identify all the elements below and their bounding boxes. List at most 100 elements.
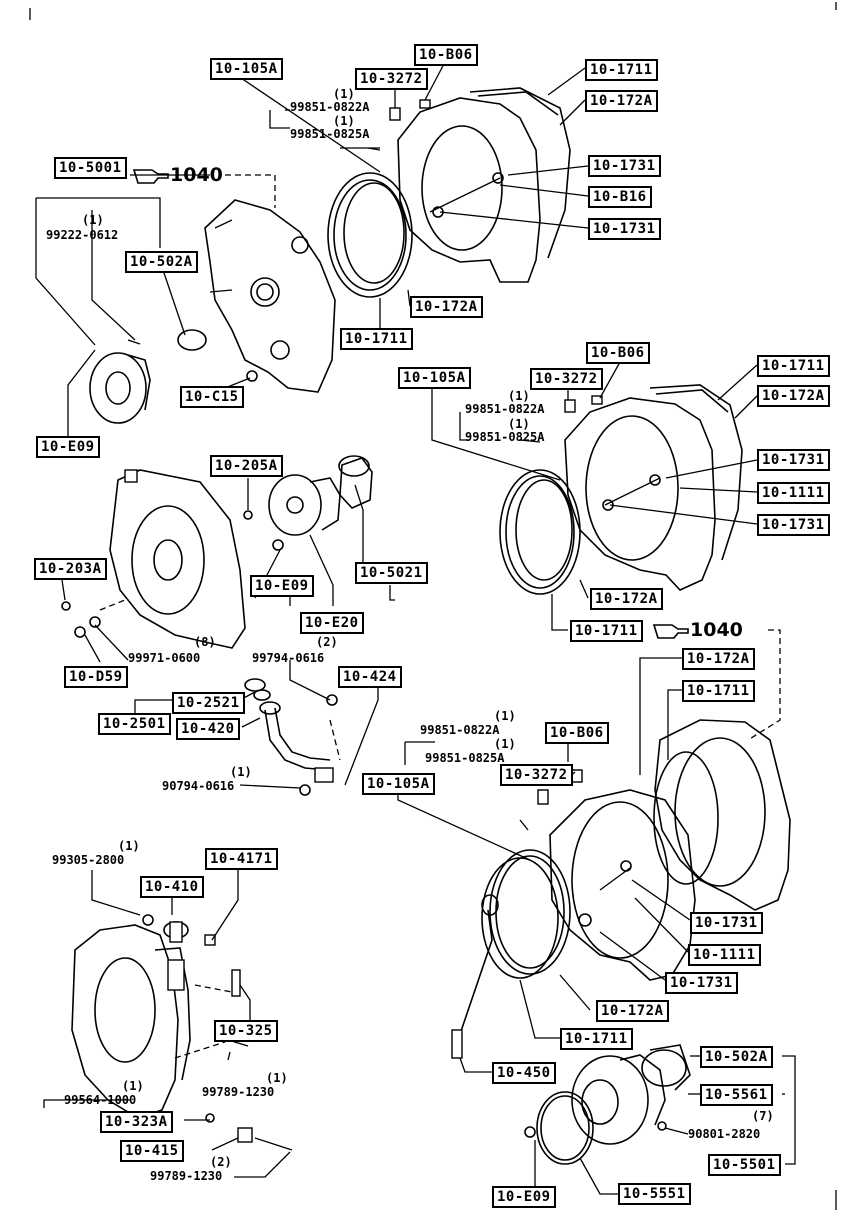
front-side-housing-part xyxy=(537,769,696,981)
label-10-2501: 10-2501 xyxy=(98,713,171,735)
label-10-1111-fig2: 10-1111 xyxy=(757,482,830,504)
part-number-99851-0822a-fig2: 99851-0822A xyxy=(465,402,545,416)
label-10-e20: 10-E20 xyxy=(300,612,364,634)
reference-1040-fig2: 1040 xyxy=(690,619,743,641)
label-10-105a-fig2: 10-105A xyxy=(398,367,471,389)
label-10-5551: 10-5551 xyxy=(618,1183,691,1205)
label-10-1711-fig4-top: 10-1711 xyxy=(682,680,755,702)
label-10-2521: 10-2521 xyxy=(172,692,245,714)
label-10-502a-fig1: 10-502A xyxy=(125,251,198,273)
label-10-424: 10-424 xyxy=(338,666,402,688)
label-10-1711-fig2-right: 10-1711 xyxy=(757,355,830,377)
label-10-5001: 10-5001 xyxy=(54,157,127,179)
label-10-105a-fig4: 10-105A xyxy=(362,773,435,795)
label-10-205a: 10-205A xyxy=(210,455,283,477)
intermediate-housing xyxy=(367,87,571,283)
eccentric-bearing-part xyxy=(524,1044,691,1165)
rear-housing-part xyxy=(653,719,791,911)
part-number-99851-0825a-fig4: 99851-0825A xyxy=(425,751,505,765)
label-10-4171: 10-4171 xyxy=(205,848,278,870)
label-10-172a-fig4-bottom: 10-172A xyxy=(596,1000,669,1022)
label-10-b06-fig1: 10-B06 xyxy=(414,44,478,66)
gear-part xyxy=(268,455,373,536)
label-10-410: 10-410 xyxy=(140,876,204,898)
qty-fig2-1: (1) xyxy=(508,389,530,403)
label-10-e09-fig4: 10-E09 xyxy=(492,1186,556,1208)
dipstick-part xyxy=(451,894,499,1059)
part-number-90801-2820: 90801-2820 xyxy=(688,1127,761,1141)
qty-fig4-2: (1) xyxy=(494,737,516,751)
label-10-b16-fig1: 10-B16 xyxy=(588,186,652,208)
pointing-hand-icon xyxy=(652,624,689,639)
label-10-3272-fig1: 10-3272 xyxy=(355,68,428,90)
label-10-1731-fig4-a: 10-1731 xyxy=(690,912,763,934)
label-10-172a-fig4-top: 10-172A xyxy=(682,648,755,670)
label-10-415: 10-415 xyxy=(120,1140,184,1162)
part-number-99305-2800: 99305-2800 xyxy=(52,853,125,867)
label-10-1711-fig4-bottom: 10-1711 xyxy=(560,1028,633,1050)
label-10-1731-fig1-b: 10-1731 xyxy=(588,218,661,240)
part-number-99851-0822a-fig1: 99851-0822A xyxy=(290,100,370,114)
qty-fig3-1: (8) xyxy=(194,635,216,649)
label-10-5501: 10-5501 xyxy=(708,1154,781,1176)
label-10-172a-fig2-right: 10-172A xyxy=(757,385,830,407)
qty-fig1-3: (1) xyxy=(82,213,104,227)
label-10-420: 10-420 xyxy=(176,718,240,740)
label-10-3272-fig2: 10-3272 xyxy=(530,368,603,390)
label-10-203a: 10-203A xyxy=(34,558,107,580)
label-10-d59: 10-D59 xyxy=(64,666,128,688)
label-10-172a-fig2-bottom: 10-172A xyxy=(590,588,663,610)
qty-fig3-2: (2) xyxy=(316,635,338,649)
label-10-c15: 10-C15 xyxy=(180,386,244,408)
oil-seal-ring xyxy=(327,172,413,298)
label-10-105a-fig1: 10-105A xyxy=(210,58,283,80)
rotor-housing-part xyxy=(499,469,581,595)
qty-fig5-4: (2) xyxy=(210,1155,232,1169)
qty-fig1-2: (1) xyxy=(333,114,355,128)
side-housing-part xyxy=(564,384,743,591)
label-10-172a-fig1-right: 10-172A xyxy=(585,90,658,112)
rotor-housing-2-part xyxy=(481,849,571,979)
label-10-1111-fig4: 10-1111 xyxy=(688,944,761,966)
part-number-99851-0822a-fig4: 99851-0822A xyxy=(420,723,500,737)
rear-cover-part xyxy=(71,921,191,1119)
qty-fig5-1: (1) xyxy=(118,839,140,853)
qty-fig3-3: (1) xyxy=(230,765,252,779)
qty-fig5-3: (1) xyxy=(122,1079,144,1093)
label-10-450: 10-450 xyxy=(492,1062,556,1084)
qty-fig5-2: (1) xyxy=(266,1071,288,1085)
label-10-1731-fig2-b: 10-1731 xyxy=(757,514,830,536)
part-number-99789-1230-a: 99789-1230 xyxy=(202,1085,275,1099)
label-10-1711-fig2-bottom: 10-1711 xyxy=(570,620,643,642)
label-10-5021: 10-5021 xyxy=(355,562,428,584)
part-number-99851-0825a-fig1: 99851-0825A xyxy=(290,127,370,141)
label-10-1731-fig4-b: 10-1731 xyxy=(665,972,738,994)
oil-pipe-part xyxy=(244,678,338,796)
coupling-part xyxy=(89,329,258,424)
end-housing-part xyxy=(109,469,246,649)
label-10-1711-fig1-right: 10-1711 xyxy=(585,59,658,81)
label-10-502a-fig4: 10-502A xyxy=(700,1046,773,1068)
part-number-99851-0825a-fig2: 99851-0825A xyxy=(465,430,545,444)
label-10-5561: 10-5561 xyxy=(700,1084,773,1106)
part-number-99794-0616: 99794-0616 xyxy=(252,651,325,665)
qty-fig4-3: (7) xyxy=(752,1109,774,1123)
pointing-hand-icon xyxy=(132,169,169,184)
part-number-99971-0600: 99971-0600 xyxy=(128,651,201,665)
label-10-3272-fig4: 10-3272 xyxy=(500,764,573,786)
label-10-e09-fig3: 10-E09 xyxy=(250,575,314,597)
part-number-99222-0612: 99222-0612 xyxy=(46,228,119,242)
label-10-b06-fig2: 10-B06 xyxy=(586,342,650,364)
label-10-1731-fig2-a: 10-1731 xyxy=(757,449,830,471)
label-10-e09-fig1: 10-E09 xyxy=(36,436,100,458)
front-housing-part xyxy=(204,199,336,393)
label-10-323a: 10-323A xyxy=(100,1111,173,1133)
qty-fig1-1: (1) xyxy=(333,87,355,101)
qty-fig4-1: (1) xyxy=(494,709,516,723)
qty-fig2-2: (1) xyxy=(508,417,530,431)
label-10-325: 10-325 xyxy=(214,1020,278,1042)
label-10-1711-fig1-bottom: 10-1711 xyxy=(340,328,413,350)
label-10-b06-fig4: 10-B06 xyxy=(545,722,609,744)
